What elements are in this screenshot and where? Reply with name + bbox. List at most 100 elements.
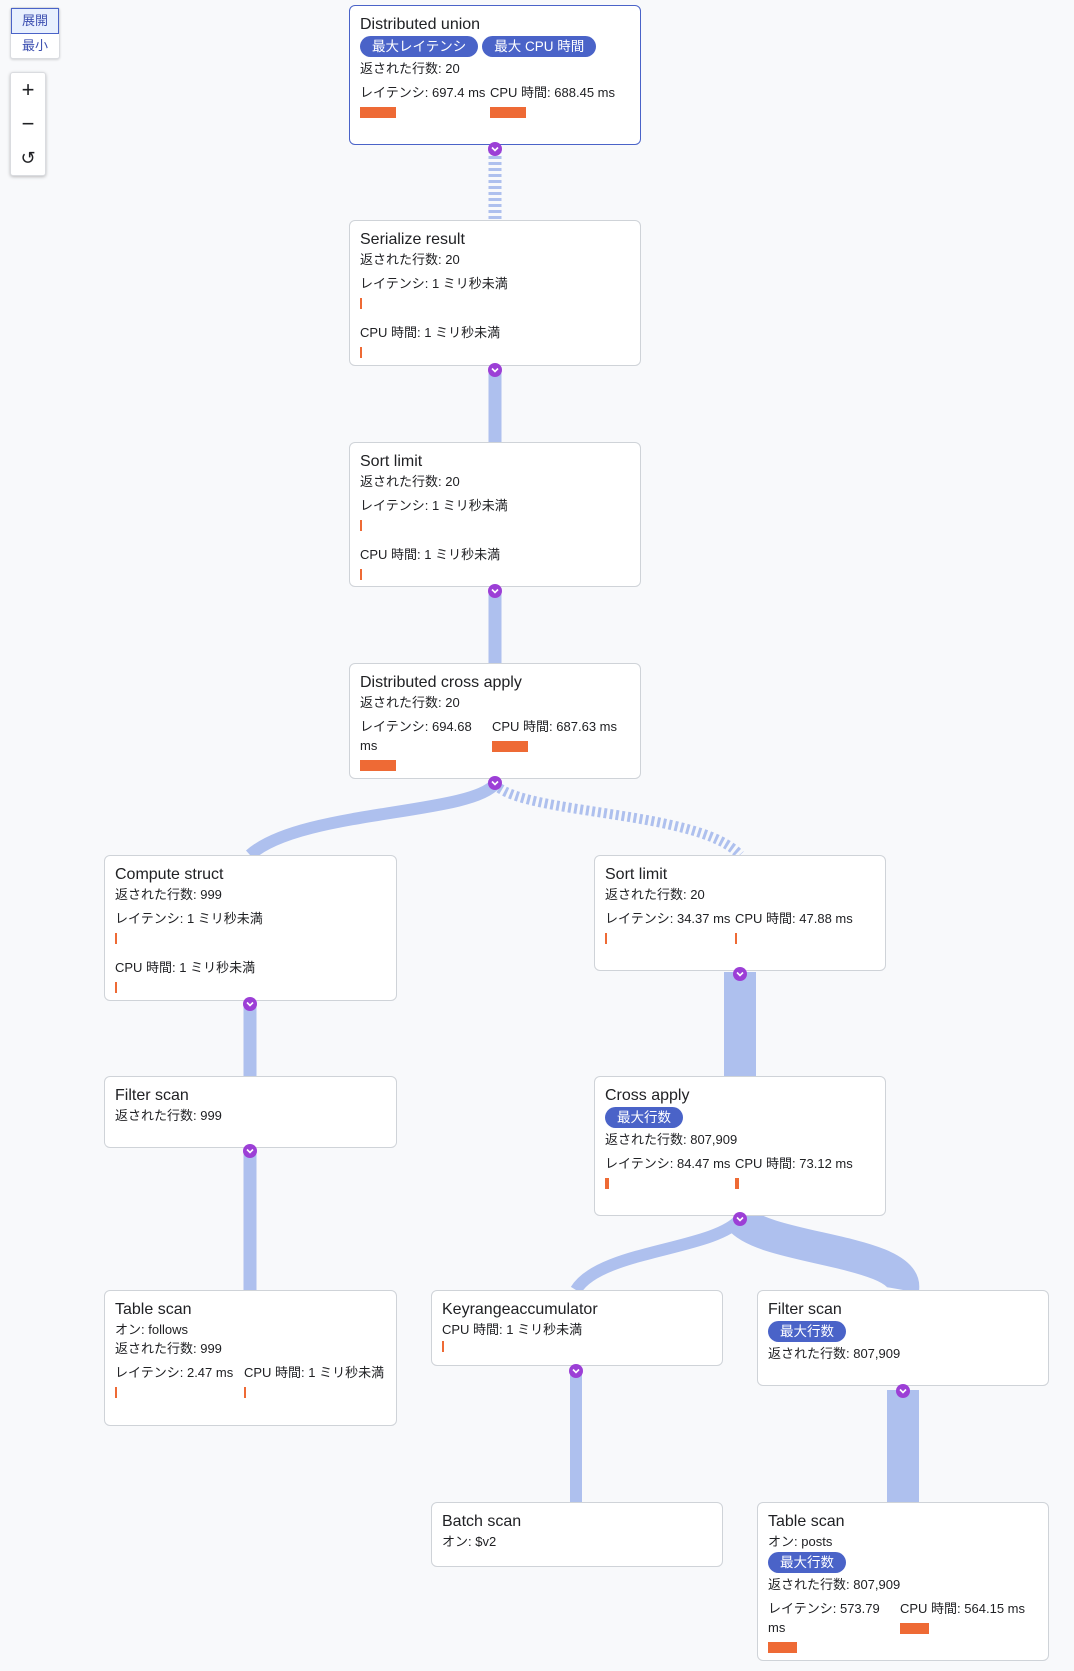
view-toggle: 展開 最小: [10, 7, 60, 59]
node-sort-limit-2[interactable]: Sort limit 返された行数: 20 レイテンシ: 34.37 ms CP…: [594, 855, 886, 971]
rows-returned: 返された行数: 20: [360, 252, 460, 267]
chevron-down-icon[interactable]: [243, 1144, 257, 1158]
edge-crossapply-filter2: [727, 1207, 919, 1293]
latency-bar: [605, 1178, 609, 1189]
chevron-down-icon[interactable]: [488, 776, 502, 790]
node-title: Table scan: [768, 1513, 845, 1530]
scan-target: オン: $v2: [442, 1532, 712, 1551]
on-label: オン:: [768, 1534, 798, 1549]
cpu-bar: [490, 107, 526, 118]
node-compute-struct[interactable]: Compute struct 返された行数: 999 レイテンシ: 1 ミリ秒未…: [104, 855, 397, 1001]
latency-bar: [115, 933, 117, 944]
rows-returned: 返された行数: 20: [605, 887, 705, 902]
cpu-bar: [735, 933, 737, 944]
view-min-button[interactable]: 最小: [21, 38, 48, 53]
cpu-bar: [360, 569, 362, 580]
cpu-label: CPU 時間: 688.45 ms: [490, 85, 615, 100]
cpu-bar: [442, 1341, 444, 1352]
rows-returned: 返された行数: 807,909: [768, 1346, 901, 1361]
latency-label: レイテンシ: 697.4 ms: [360, 85, 486, 100]
latency-bar: [360, 760, 396, 771]
rows-returned: 返された行数: 807,909: [605, 1132, 738, 1147]
cpu-label: CPU 時間: 1 ミリ秒未満: [360, 547, 501, 562]
on-value: posts: [801, 1534, 833, 1549]
rows-returned: 返された行数: 999: [115, 1341, 222, 1356]
chevron-down-icon[interactable]: [569, 1364, 583, 1378]
chevron-down-icon[interactable]: [488, 142, 502, 156]
max-rows-badge: 最大行数: [768, 1552, 846, 1573]
latency-label: レイテンシ: 2.47 ms: [115, 1365, 234, 1380]
cpu-bar: [900, 1623, 929, 1634]
zoom-out-button[interactable]: −: [21, 111, 35, 136]
edge-crossapply-keyrange: [570, 1214, 745, 1294]
node-batch-scan[interactable]: Batch scan オン: $v2: [431, 1502, 723, 1567]
view-expand-button[interactable]: 展開: [11, 8, 59, 34]
node-title: Cross apply: [605, 1087, 690, 1104]
cpu-label: CPU 時間: 47.88 ms: [735, 911, 853, 926]
rows-returned: 返された行数: 20: [360, 474, 460, 489]
rows-returned: 返された行数: 20: [360, 695, 460, 710]
node-title: Serialize result: [360, 231, 465, 248]
rows-returned: 返された行数: 999: [115, 1108, 222, 1123]
on-value: follows: [148, 1322, 188, 1337]
on-value: $v2: [475, 1534, 497, 1549]
node-title: Batch scan: [442, 1513, 522, 1530]
latency-bar: [768, 1642, 797, 1653]
node-keyrange-accumulator[interactable]: Keyrangeaccumulator CPU 時間: 1 ミリ秒未満: [431, 1290, 723, 1366]
chevron-down-icon[interactable]: [243, 997, 257, 1011]
scan-target: オン: follows: [115, 1320, 386, 1339]
node-title: Compute struct: [115, 866, 224, 883]
chevron-down-icon[interactable]: [733, 967, 747, 981]
node-title: Sort limit: [360, 453, 423, 470]
chevron-down-icon[interactable]: [733, 1212, 747, 1226]
on-label: オン:: [115, 1322, 145, 1337]
max-latency-badge: 最大レイテンシ: [360, 36, 479, 57]
cpu-bar: [115, 982, 117, 993]
node-filter-scan-2[interactable]: Filter scan 最大行数 返された行数: 807,909: [757, 1290, 1049, 1386]
node-title: Distributed union: [360, 16, 481, 33]
latency-bar: [360, 298, 362, 309]
node-title: Sort limit: [605, 866, 668, 883]
node-serialize-result[interactable]: Serialize result 返された行数: 20 レイテンシ: 1 ミリ秒…: [349, 220, 641, 366]
latency-label: レイテンシ: 573.79 ms: [768, 1601, 880, 1635]
cpu-bar: [492, 741, 528, 752]
node-title: Table scan: [115, 1301, 192, 1318]
on-label: オン:: [442, 1534, 472, 1549]
node-cross-apply[interactable]: Cross apply 最大行数 返された行数: 807,909 レイテンシ: …: [594, 1076, 886, 1216]
cpu-label: CPU 時間: 564.15 ms: [900, 1601, 1025, 1616]
edge-dca-compute: [245, 779, 500, 860]
chevron-down-icon[interactable]: [488, 584, 502, 598]
zoom-in-button[interactable]: +: [21, 77, 35, 102]
max-cpu-badge: 最大 CPU 時間: [482, 36, 597, 57]
cpu-bar: [244, 1387, 246, 1398]
chevron-down-icon[interactable]: [488, 363, 502, 377]
node-table-scan-follows[interactable]: Table scan オン: follows 返された行数: 999 レイテンシ…: [104, 1290, 397, 1426]
latency-bar: [360, 520, 362, 531]
cpu-label: CPU 時間: 73.12 ms: [735, 1156, 853, 1171]
cpu-bar: [735, 1178, 739, 1189]
max-rows-badge: 最大行数: [768, 1321, 846, 1342]
node-title: Filter scan: [115, 1087, 189, 1104]
latency-label: レイテンシ: 694.68 ms: [360, 719, 472, 753]
reset-zoom-button[interactable]: ↺: [20, 147, 36, 168]
node-sort-limit[interactable]: Sort limit 返された行数: 20 レイテンシ: 1 ミリ秒未満 CPU…: [349, 442, 641, 587]
cpu-label: CPU 時間: 1 ミリ秒未満: [442, 1322, 583, 1337]
cpu-label: CPU 時間: 1 ミリ秒未満: [360, 325, 501, 340]
node-title: Keyrangeaccumulator: [442, 1301, 598, 1318]
node-title: Filter scan: [768, 1301, 842, 1318]
cpu-label: CPU 時間: 1 ミリ秒未満: [115, 960, 256, 975]
latency-label: レイテンシ: 34.37 ms: [605, 911, 731, 926]
latency-bar: [605, 933, 607, 944]
zoom-controls: + − ↺: [10, 72, 46, 176]
chevron-down-icon[interactable]: [896, 1384, 910, 1398]
latency-label: レイテンシ: 1 ミリ秒未満: [115, 911, 263, 926]
latency-label: レイテンシ: 1 ミリ秒未満: [360, 498, 508, 513]
node-distributed-cross-apply[interactable]: Distributed cross apply 返された行数: 20 レイテンシ…: [349, 663, 641, 779]
node-distributed-union[interactable]: Distributed union 最大レイテンシ 最大 CPU 時間 返された…: [349, 5, 641, 145]
node-table-scan-posts[interactable]: Table scan オン: posts 最大行数 返された行数: 807,90…: [757, 1502, 1049, 1661]
cpu-bar: [360, 347, 362, 358]
rows-returned: 返された行数: 999: [115, 887, 222, 902]
latency-label: レイテンシ: 84.47 ms: [605, 1156, 731, 1171]
node-filter-scan[interactable]: Filter scan 返された行数: 999: [104, 1076, 397, 1148]
